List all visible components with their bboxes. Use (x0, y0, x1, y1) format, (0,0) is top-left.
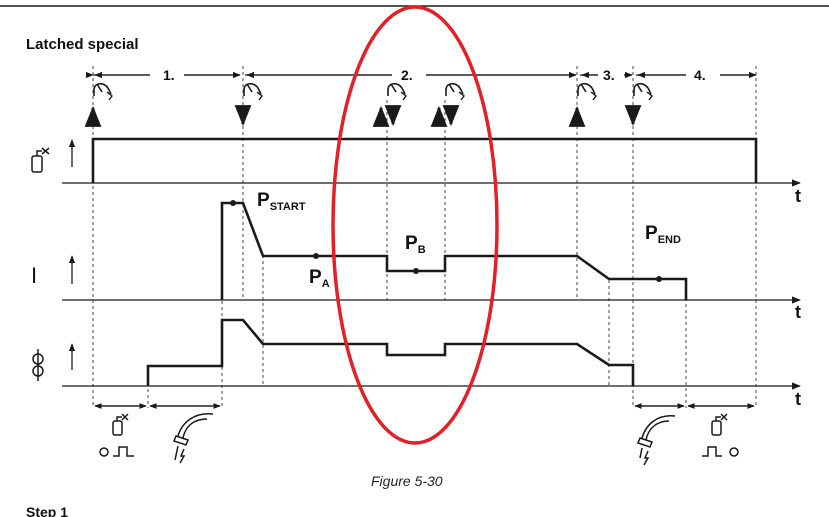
wire-signal (146, 318, 635, 386)
diagram-title: Latched special (26, 36, 139, 53)
gas-cylinder-icon (31, 147, 50, 173)
gas-axis (62, 139, 801, 187)
phase-label-3: 3. (603, 67, 615, 83)
label-pend: PEND (645, 223, 681, 246)
pend-marker (656, 276, 662, 282)
figure-caption: Figure 5-30 (371, 473, 443, 489)
pstart-marker (230, 200, 236, 206)
pb-marker (413, 268, 419, 274)
wire-feed-icon (32, 349, 44, 381)
gas-signal (91, 137, 758, 183)
time-axis-label-current: t (795, 302, 801, 322)
gas-preflow-icon (99, 413, 134, 457)
torch-trigger-icon (372, 82, 407, 127)
current-row-label: I (31, 263, 37, 288)
wire-axis (62, 343, 801, 390)
label-pb: PB (405, 233, 426, 256)
torch-trigger-icon (568, 82, 597, 127)
torch-trigger-icon (234, 82, 263, 127)
current-axis (62, 255, 801, 304)
pa-marker (313, 253, 319, 259)
torch-trigger-icon (624, 82, 653, 127)
time-axis-label-wire: t (795, 389, 801, 409)
wire-creep-icon (173, 413, 214, 464)
phase-label-4: 4. (694, 67, 706, 83)
phase-dimensions (85, 66, 757, 84)
label-pa: PA (309, 267, 330, 290)
highlight-ellipse (331, 5, 499, 445)
torch-trigger-icon (430, 82, 465, 127)
time-axis-label-gas: t (795, 186, 801, 206)
label-pstart: PSTART (257, 190, 306, 213)
step-heading: Step 1 (26, 504, 68, 517)
phase-label-1: 1. (163, 67, 175, 83)
torch-trigger-icon (84, 82, 113, 127)
gas-postflow-icon (702, 413, 739, 457)
burn-back-icon (637, 415, 676, 466)
phase-label-2: 2. (401, 67, 413, 83)
current-signal (220, 201, 688, 300)
